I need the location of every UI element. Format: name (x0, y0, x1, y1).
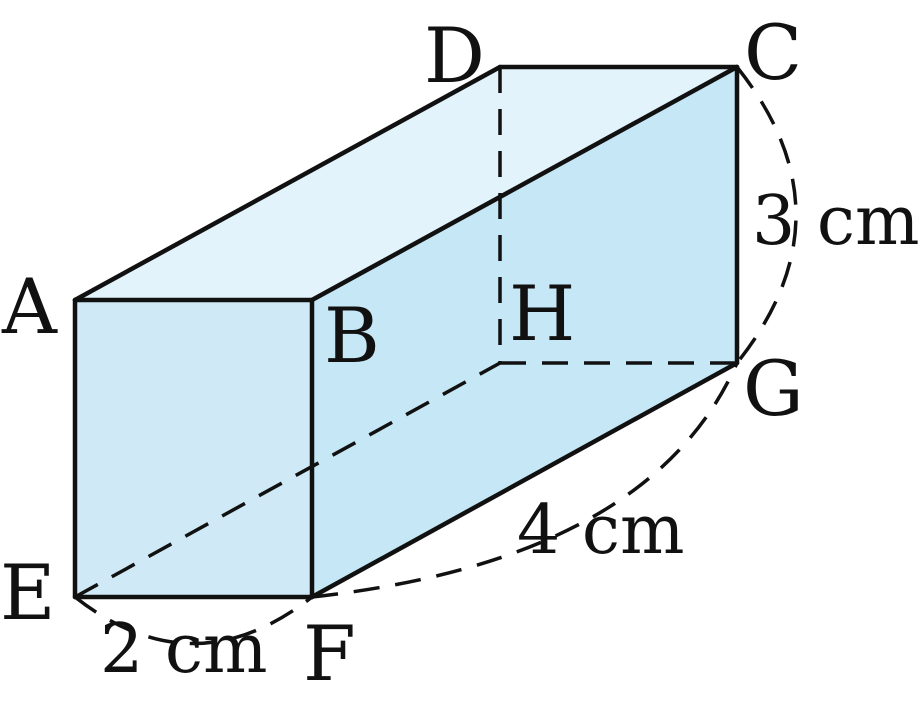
measurement-label-ef: 2 cm (100, 610, 267, 689)
edge-fg (309, 360, 740, 600)
vertex-label-c: C (744, 8, 802, 97)
front-face (75, 300, 312, 597)
edge-ad (72, 64, 503, 303)
dimension-arc-fg (311, 362, 739, 599)
vertex-label-a: A (1, 262, 58, 351)
right-face (312, 67, 737, 597)
vertex-label-e: E (0, 548, 55, 637)
vertex-label-g: G (743, 344, 804, 433)
edge-bc (309, 64, 740, 303)
measurement-label-fg: 4 cm (517, 491, 684, 570)
dimension-arc-cg (735, 65, 798, 365)
vertex-label-h: H (509, 269, 575, 358)
dimension-arc-ef (73, 595, 314, 646)
vertex-label-b: B (324, 291, 380, 380)
vertex-label-d: D (424, 11, 485, 100)
top-face (75, 67, 737, 300)
measurement-label-cg: 3 cm (752, 182, 919, 261)
vertex-label-f: F (303, 609, 356, 698)
